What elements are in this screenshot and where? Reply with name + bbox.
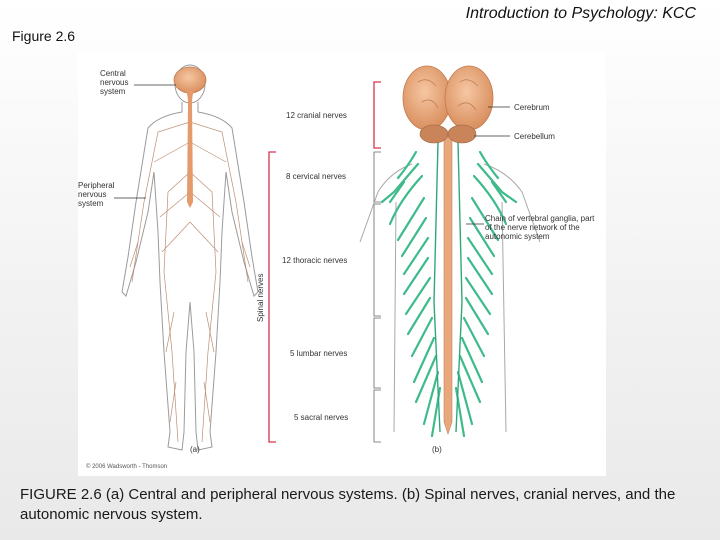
figure-caption: FIGURE 2.6 (a) Central and peripheral ne…	[20, 485, 710, 525]
chain-line-2: of the nerve network of the	[485, 223, 580, 232]
panel-b-letter: (b)	[432, 445, 442, 454]
chain-line-3: autonomic system	[485, 232, 550, 241]
caption-text: (a) Central and peripheral nervous syste…	[20, 486, 676, 523]
cervical-nerves-label: 8 cervical nerves	[286, 172, 346, 181]
spinal-cord-b	[443, 135, 453, 435]
vertebral-ganglia-chain	[433, 141, 463, 433]
brain-b	[402, 65, 494, 144]
spinal-nerves-vertical-label: Spinal nerves	[256, 274, 265, 322]
cranial-bracket	[373, 81, 381, 149]
label-peripheral-nervous-system: Peripheral nervous system	[78, 181, 115, 208]
peripheral-nerves-a	[129, 121, 251, 443]
chain-line-1: Chain of vertebral ganglia, part	[485, 214, 595, 223]
label-central-nervous-system: Central nervous system	[100, 69, 128, 96]
panel-a-letter: (a)	[190, 445, 200, 454]
pns-line-1: Peripheral	[78, 181, 115, 190]
cns-line-3: system	[100, 87, 126, 96]
copyright-notice: © 2006 Wadsworth - Thomson	[86, 463, 167, 470]
cerebellum-left	[419, 124, 449, 144]
lumbar-nerves-label: 5 lumbar nerves	[290, 349, 347, 358]
chain-ganglia-label: Chain of vertebral ganglia, part of the …	[485, 214, 595, 241]
section-brackets	[373, 151, 381, 443]
cerebellum-label: Cerebellum	[514, 132, 555, 141]
spinal-bracket	[268, 151, 276, 443]
nervous-system-figure: Central nervous system Peripheral nervou…	[78, 52, 606, 476]
central-nervous-system-a	[173, 66, 207, 208]
figure-number: Figure 2.6	[12, 28, 76, 44]
thoracic-nerves-label: 12 thoracic nerves	[282, 256, 347, 265]
pns-line-3: system	[78, 199, 104, 208]
cerebrum-label: Cerebrum	[514, 103, 550, 112]
cns-line-1: Central	[100, 69, 126, 78]
cns-line-2: nervous	[100, 78, 128, 87]
cerebellum-right	[447, 124, 477, 144]
cranial-nerves-label: 12 cranial nerves	[286, 111, 347, 120]
spinal-nerve-network-b	[380, 150, 518, 438]
sacral-nerves-label: 5 sacral nerves	[294, 413, 348, 422]
caption-lead: FIGURE 2.6	[20, 486, 102, 503]
course-title: Introduction to Psychology: KCC	[465, 5, 696, 22]
spinal-group-labels: 12 cranial nerves 8 cervical nerves 12 t…	[282, 111, 348, 422]
figure-svg: Central nervous system Peripheral nervou…	[78, 64, 595, 470]
pns-line-2: nervous	[78, 190, 106, 199]
